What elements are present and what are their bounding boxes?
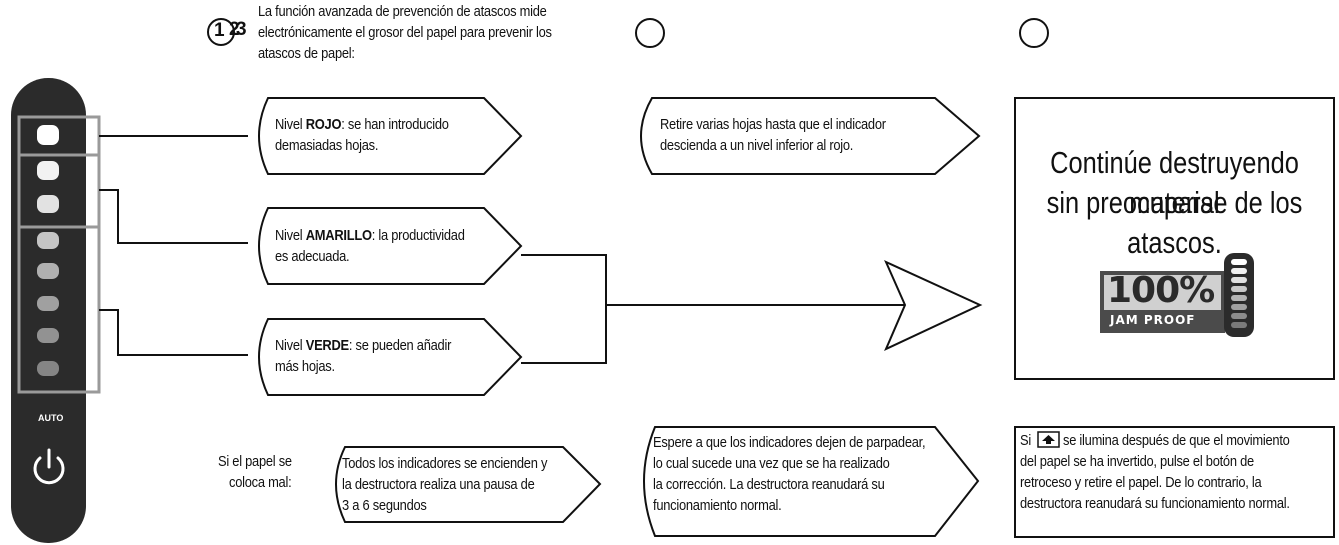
led-1	[37, 125, 59, 145]
red-level-keyword: ROJO	[305, 116, 342, 133]
badge-label: JAM PROOF	[1110, 313, 1196, 327]
condition-line-2: la destructora realiza una pausa de	[342, 476, 535, 493]
box-condition	[335, 446, 602, 523]
intro-line-2: electrónicamente el grosor del papel par…	[258, 24, 552, 41]
misfeed-label-line-2: coloca mal:	[229, 474, 292, 491]
box-wait	[643, 426, 980, 537]
merge-connector	[521, 254, 905, 364]
level-boxes	[258, 97, 981, 537]
condition-line-1: Todos los indicadores se encienden y	[342, 455, 548, 472]
wait-line-1: Espere a que los indicadores dejen de pa…	[653, 434, 926, 451]
led-6	[37, 296, 59, 311]
red-level-desc: : se han introducido	[341, 116, 449, 133]
note-line-4: destructora reanudará su funcionamiento …	[1020, 495, 1290, 512]
reverse-button-icon	[1037, 431, 1060, 448]
box-green	[258, 318, 523, 396]
result-line-1: Continúe destruyendo material	[1050, 145, 1299, 220]
box-yellow	[258, 207, 523, 285]
step-number-3: 3	[236, 19, 247, 40]
red-level-line-2: demasiadas hojas.	[275, 137, 379, 154]
step-number-1: 1	[214, 20, 225, 41]
yellow-level-text: Nivel AMARILLO: la productividad	[275, 226, 465, 245]
big-arrow	[884, 259, 983, 352]
note-line-1: se ilumina después de que el movimiento	[1063, 432, 1290, 449]
wait-line-3: la corrección. La destructora reanudará …	[653, 476, 885, 493]
auto-label: AUTO	[38, 413, 64, 423]
step-circle-3	[1019, 18, 1049, 48]
step-number-2: 2	[229, 19, 240, 40]
note-box	[1014, 426, 1335, 538]
condition-line-3: 3 a 6 segundos	[342, 497, 427, 514]
led-2	[37, 161, 59, 180]
green-level-text: Nivel VERDE: se pueden añadir	[275, 336, 451, 355]
led-4	[37, 232, 59, 249]
yellow-level-keyword: AMARILLO	[305, 227, 372, 244]
power-icon	[33, 448, 65, 485]
yellow-level-prefix: Nivel	[275, 227, 306, 244]
result-line-2: sin preocuparse de los atascos.	[1046, 185, 1303, 260]
green-level-line-2: más hojas.	[275, 358, 335, 375]
note-line-3: retroceso y retire el papel. De lo contr…	[1020, 474, 1262, 491]
misfeed-label-line-1: Si el papel se	[218, 453, 292, 470]
led-7	[37, 328, 59, 343]
note-prefix: Si	[1020, 432, 1031, 449]
green-level-keyword: VERDE	[305, 337, 349, 354]
step-circle-2	[635, 18, 665, 48]
led-3	[37, 195, 59, 213]
yellow-level-line-2: es adecuada.	[275, 248, 350, 265]
badge-percent: 100%	[1107, 270, 1215, 311]
red-level-text: Nivel ROJO: se han introducido	[275, 115, 449, 134]
box-red-action	[640, 97, 981, 175]
intro-line-1: La función avanzada de prevención de ata…	[258, 3, 547, 20]
red-level-prefix: Nivel	[275, 116, 306, 133]
box-red	[258, 97, 523, 175]
connector-yellow	[99, 189, 248, 244]
badge-leds	[1231, 259, 1247, 328]
led-connectors	[99, 135, 248, 356]
note-line-2: del papel se ha invertido, pulse el botó…	[1020, 453, 1254, 470]
step-circle-1	[207, 18, 235, 46]
connector-green	[99, 309, 248, 356]
red-action-line-2: descienda a un nivel inferior al rojo.	[660, 137, 854, 154]
yellow-level-desc: : la productividad	[371, 227, 465, 244]
wait-line-2: lo cual sucede una vez que se ha realiza…	[653, 455, 890, 472]
red-action-line-1: Retire varias hojas hasta que el indicad…	[660, 116, 886, 133]
led-5	[37, 263, 59, 279]
green-level-prefix: Nivel	[275, 337, 306, 354]
led-8	[37, 361, 59, 376]
intro-line-3: atascos de papel:	[258, 45, 355, 62]
wait-line-4: funcionamiento normal.	[653, 497, 782, 514]
green-level-desc: : se pueden añadir	[348, 337, 452, 354]
